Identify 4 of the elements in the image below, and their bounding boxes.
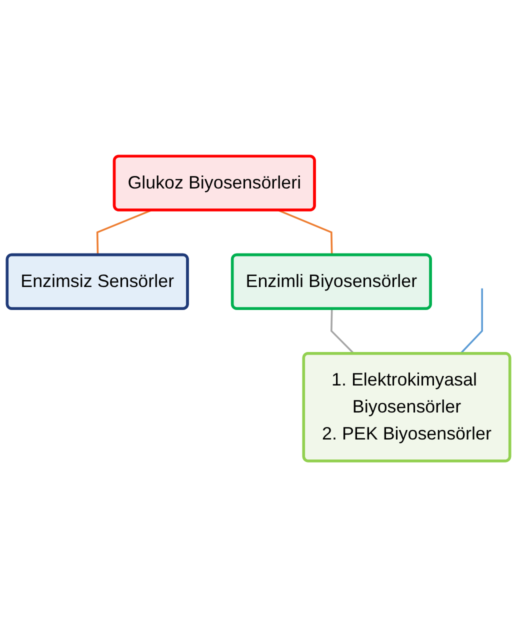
connector (330, 308, 355, 354)
connector (460, 288, 483, 354)
connector (96, 210, 152, 256)
connector (278, 210, 333, 256)
